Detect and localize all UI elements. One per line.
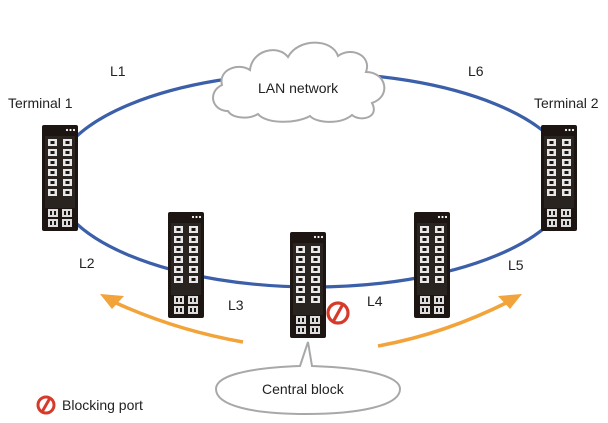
- link-label-l3: L3: [228, 297, 244, 313]
- switch-icon: [290, 232, 326, 338]
- link-label-l1: L1: [110, 63, 126, 79]
- switch-icon: [168, 212, 204, 318]
- switch-icon: [42, 125, 78, 231]
- legend-label: Blocking port: [62, 397, 143, 413]
- blocking-port-icon: [326, 301, 350, 325]
- link-label-l5: L5: [508, 257, 524, 273]
- cloud-icon: [212, 41, 386, 123]
- terminal-1-label: Terminal 1: [8, 95, 73, 111]
- arrow-left: [100, 294, 244, 344]
- terminal-2-label: Terminal 2: [534, 95, 599, 111]
- arrow-right: [377, 294, 522, 348]
- switch-icon: [541, 125, 577, 231]
- central-block-callout: [214, 341, 402, 416]
- central-block-label: Central block: [262, 381, 344, 397]
- link-label-l2: L2: [79, 255, 95, 271]
- link-label-l6: L6: [468, 63, 484, 79]
- legend-blocking-port-icon: [36, 395, 56, 415]
- switch-icon: [414, 212, 450, 318]
- cloud-label: LAN network: [258, 80, 339, 96]
- link-label-l4: L4: [367, 293, 383, 309]
